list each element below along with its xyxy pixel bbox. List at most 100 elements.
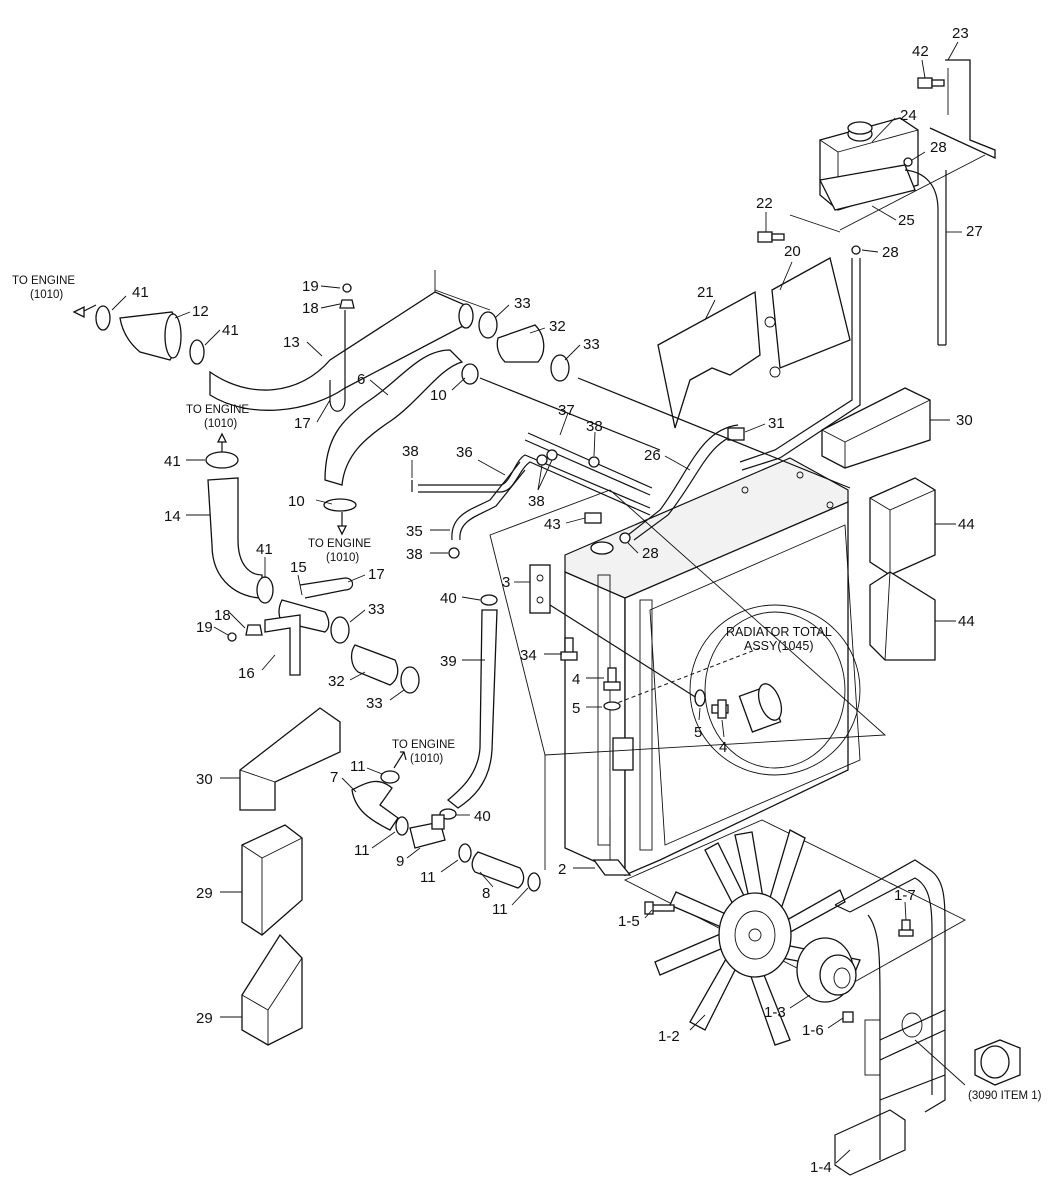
label-25: 25 [898, 212, 915, 229]
hose-8 [471, 851, 525, 889]
label-34: 34 [520, 647, 537, 664]
label-10: 10 [430, 387, 447, 404]
plug-43 [584, 512, 602, 524]
bracket-3 [529, 564, 551, 614]
u-bolt-17b [299, 577, 354, 599]
label-5: 5 [694, 724, 702, 741]
label-43: 43 [544, 516, 561, 533]
hose-13 [209, 291, 466, 411]
clamp-41b [189, 339, 205, 365]
label-6: 6 [357, 371, 365, 388]
svg-text:(1010): (1010) [30, 289, 63, 301]
panel-20 [771, 257, 851, 369]
label-4: 4 [572, 671, 580, 688]
block-29-upper [241, 824, 303, 936]
label-28: 28 [882, 244, 899, 261]
reference-plane [489, 489, 887, 756]
clamp-40a [480, 594, 498, 606]
label-31: 31 [768, 415, 785, 432]
clamp-41d [256, 576, 274, 604]
hose-32-upper [496, 324, 545, 363]
clamp-10a [461, 363, 479, 385]
label-17: 17 [368, 566, 385, 583]
clamp-41a [95, 305, 111, 331]
label-33: 33 [583, 336, 600, 353]
radiator-side [564, 571, 626, 877]
panel-21 [657, 290, 761, 429]
label-18: 18 [214, 607, 231, 624]
hose-26-upper [739, 258, 861, 471]
label-20: 20 [784, 243, 801, 260]
label-3: 3 [502, 574, 510, 591]
nut-18b [245, 624, 263, 636]
clamp-41c [205, 451, 239, 469]
label-27: 27 [966, 223, 983, 240]
block-44-upper [869, 477, 936, 576]
hose-14 [207, 477, 263, 599]
washer-5b [694, 689, 706, 707]
label-1-5: 1-5 [618, 913, 640, 930]
label-9: 9 [396, 853, 404, 870]
washer-28c [619, 532, 631, 544]
label-23: 23 [952, 25, 969, 42]
label-38: 38 [402, 443, 419, 460]
clamp-10b [323, 498, 357, 512]
fan-hub-cylinder [738, 683, 783, 733]
label-5: 5 [572, 700, 580, 717]
svg-text:ASSY(1045): ASSY(1045) [744, 639, 813, 653]
label-33: 33 [366, 695, 383, 712]
label-33: 33 [368, 601, 385, 618]
label-10: 10 [288, 493, 305, 510]
coolant-reservoir [819, 117, 919, 211]
filler-cap [590, 541, 614, 555]
label-22: 22 [756, 195, 773, 212]
block-44-lower [869, 571, 936, 661]
cap-38b2 [546, 449, 558, 461]
radiator-assembly [564, 457, 861, 877]
clamp-33b [550, 354, 570, 382]
label-1-6: 1-6 [802, 1022, 824, 1039]
label-1-2: 1-2 [658, 1028, 680, 1045]
label-40: 40 [440, 590, 457, 607]
block-29-lower [241, 933, 303, 1046]
fan-guard-1-4 [834, 859, 946, 1176]
clamp-11d [527, 872, 541, 892]
label-1-7: 1-7 [894, 887, 916, 904]
note-to-engine-a: TO ENGINE [12, 275, 75, 287]
label-32: 32 [328, 673, 345, 690]
label-26: 26 [644, 447, 661, 464]
label-7: 7 [330, 769, 338, 786]
pipe-35 [451, 461, 526, 541]
label-12: 12 [192, 303, 209, 320]
label-11: 11 [420, 869, 436, 886]
washer-28a [903, 157, 913, 167]
block-30-right [821, 387, 931, 469]
clamp-11a [380, 770, 400, 784]
block-30-left [239, 707, 341, 811]
label-36: 36 [456, 444, 473, 461]
label-44: 44 [958, 613, 975, 630]
label-4: 4 [719, 739, 727, 756]
label-13: 13 [283, 334, 300, 351]
hose-6 [324, 349, 464, 486]
label-28: 28 [930, 139, 947, 156]
clamp-11c [458, 843, 472, 863]
label-18: 18 [302, 300, 319, 317]
bolt-42 [917, 77, 945, 89]
label-38: 38 [586, 418, 603, 435]
label-41: 41 [164, 453, 181, 470]
clamp-31 [727, 427, 745, 441]
label-41: 41 [132, 284, 149, 301]
label-35: 35 [406, 523, 423, 540]
note-to-engine-d: TO ENGINE [392, 739, 455, 751]
overflow-hose-27 [904, 169, 947, 346]
reservoir-band [819, 164, 916, 211]
bolt-22 [757, 231, 785, 243]
clamp-33c [330, 616, 350, 644]
washer-5a [603, 701, 621, 711]
label-11: 11 [492, 901, 508, 918]
nut-18a [339, 299, 355, 309]
svg-text:(1010): (1010) [410, 753, 443, 765]
